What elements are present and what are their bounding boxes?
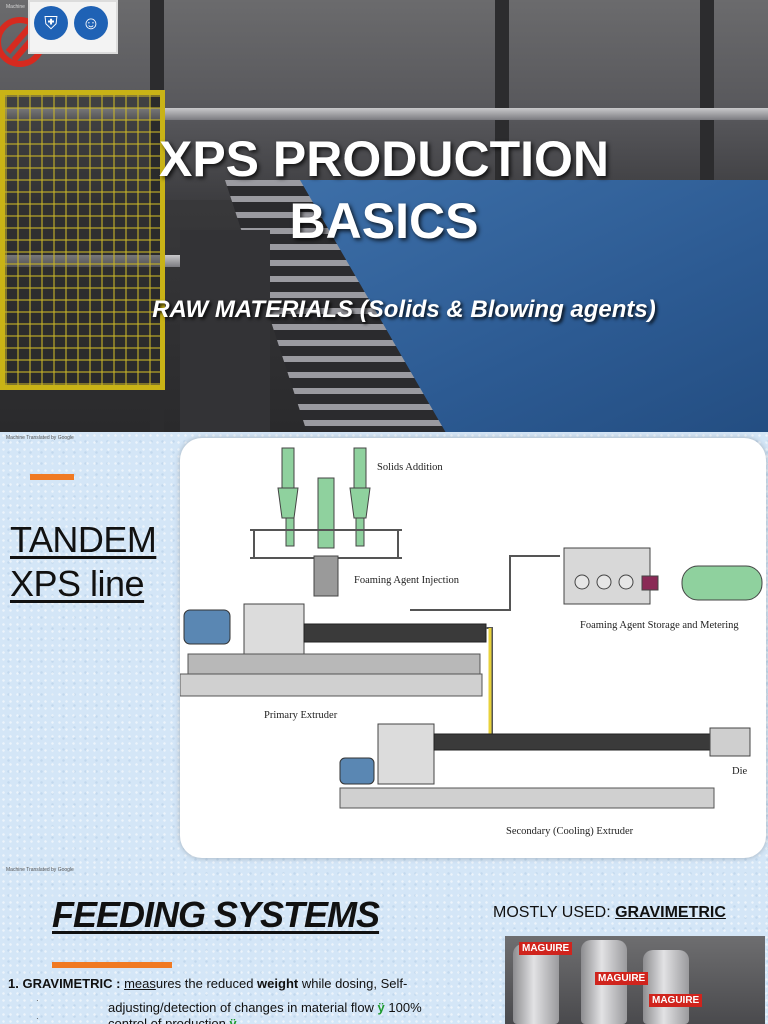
foaming-agent-pipe <box>410 555 560 734</box>
primary-label: Primary Extruder <box>264 710 338 721</box>
tandem-slide: Machine Translated by Google TANDEM XPS … <box>0 432 768 864</box>
bullet-point: 1. GRAVIMETRIC : measures the reduced we… <box>8 976 448 991</box>
heading-line: XPS line <box>10 563 145 604</box>
line-text: adjusting/detection of changes in materi… <box>108 1000 378 1015</box>
die-label: Die <box>732 766 748 777</box>
storage-metering <box>563 547 763 605</box>
slide-subtitle: RAW MATERIALS (Solids & Blowing agents) <box>152 296 656 323</box>
point-number: 1. <box>8 976 23 991</box>
shield-icon: ⛨ <box>34 6 68 40</box>
mostly-used-note: MOSTLY USED: GRAVIMETRIC <box>493 904 726 922</box>
safety-fence <box>0 90 165 390</box>
bullet-dot: · <box>36 1014 39 1023</box>
brand-label: MAGUIRE <box>519 942 573 955</box>
primary-extruder <box>180 603 487 697</box>
extruder-diagram: Solids Addition Foaming Agent Injection … <box>180 438 766 858</box>
solids-feeder <box>277 447 371 549</box>
arrow-glyph: ÿ <box>229 1016 237 1024</box>
hopper <box>643 950 689 1024</box>
diagram-drawing: Solids Addition Foaming Agent Injection … <box>180 447 763 837</box>
secondary-extruder <box>339 723 751 809</box>
bullet-dot: · <box>36 996 39 1005</box>
watermark: Machine Translated by Google <box>6 867 74 873</box>
point-bold: weight <box>257 976 299 991</box>
safety-signs: ⛨ ☺ <box>28 0 118 54</box>
mostly-prefix: MOSTLY USED: <box>493 904 616 921</box>
accent-bar <box>52 962 172 968</box>
point-text: while dosing, Self- <box>298 976 408 991</box>
slide-heading: TANDEM XPS line <box>10 518 157 606</box>
brand-label: MAGUIRE <box>649 994 703 1007</box>
secondary-label: Secondary (Cooling) Extruder <box>506 826 634 837</box>
solids-label: Solids Addition <box>377 462 443 473</box>
feeder-photo: MAGUIRE MAGUIRE MAGUIRE <box>505 936 765 1024</box>
feeding-slide: Machine Translated by Google FEEDING SYS… <box>0 864 768 1024</box>
watermark: Machine Translated by Google <box>6 435 74 441</box>
storage-label: Foaming Agent Storage and Metering <box>580 620 739 631</box>
feed-throat <box>313 555 339 597</box>
point-term: GRAVIMETRIC : <box>22 976 125 991</box>
point-text: meas <box>124 976 156 991</box>
heading-line: TANDEM <box>10 519 157 560</box>
accent-bar <box>30 474 74 480</box>
line-text: 100% <box>384 1000 422 1015</box>
mostly-value: GRAVIMETRIC <box>615 904 726 921</box>
hopper <box>513 944 559 1024</box>
point-text: ures the reduced <box>155 976 258 991</box>
conveyor-frame <box>180 230 270 432</box>
title-slide: ⛨ ☺ Machine XPS PRODUCTION BASICS RAW MA… <box>0 0 768 432</box>
point-line: control of production ÿ <box>108 1016 237 1024</box>
watermark: Machine <box>6 4 25 10</box>
point-line: adjusting/detection of changes in materi… <box>108 1000 422 1015</box>
brand-label: MAGUIRE <box>595 972 649 985</box>
line-text: control of production <box>108 1016 230 1024</box>
gantry-rail <box>0 108 768 120</box>
arrow-glyph: ÿ <box>377 1000 385 1015</box>
person-icon: ☺ <box>74 6 108 40</box>
slide-title: XPS PRODUCTION BASICS <box>158 131 610 249</box>
slide-heading: FEEDING SYSTEMS <box>52 894 380 935</box>
foaming-injection-label: Foaming Agent Injection <box>354 575 460 586</box>
